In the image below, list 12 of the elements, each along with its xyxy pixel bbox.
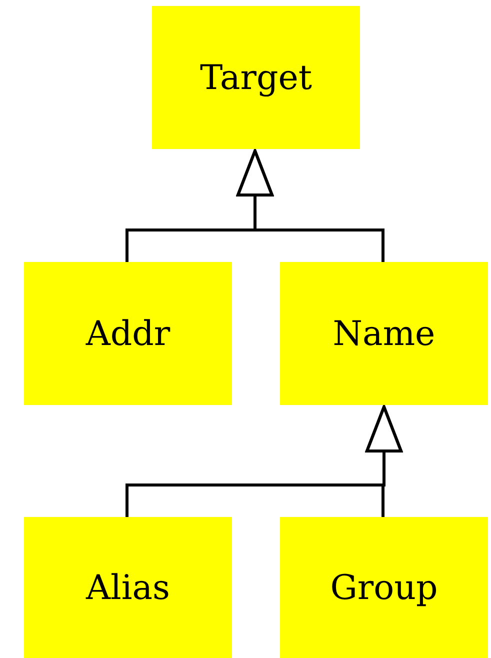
class-box: [280, 262, 488, 405]
class-box: [152, 6, 360, 149]
class-name: Group: [330, 568, 438, 608]
class-name: Alias: [86, 568, 170, 608]
class-box: [280, 517, 488, 658]
inheritance-arrow: [236, 150, 384, 262]
inheritance-arrow: [366, 406, 402, 517]
class-box: [24, 262, 232, 405]
class-name: Target: [200, 58, 312, 98]
class-name: Addr: [86, 314, 170, 354]
class-name: Name: [332, 314, 436, 354]
class-box: [24, 517, 232, 658]
